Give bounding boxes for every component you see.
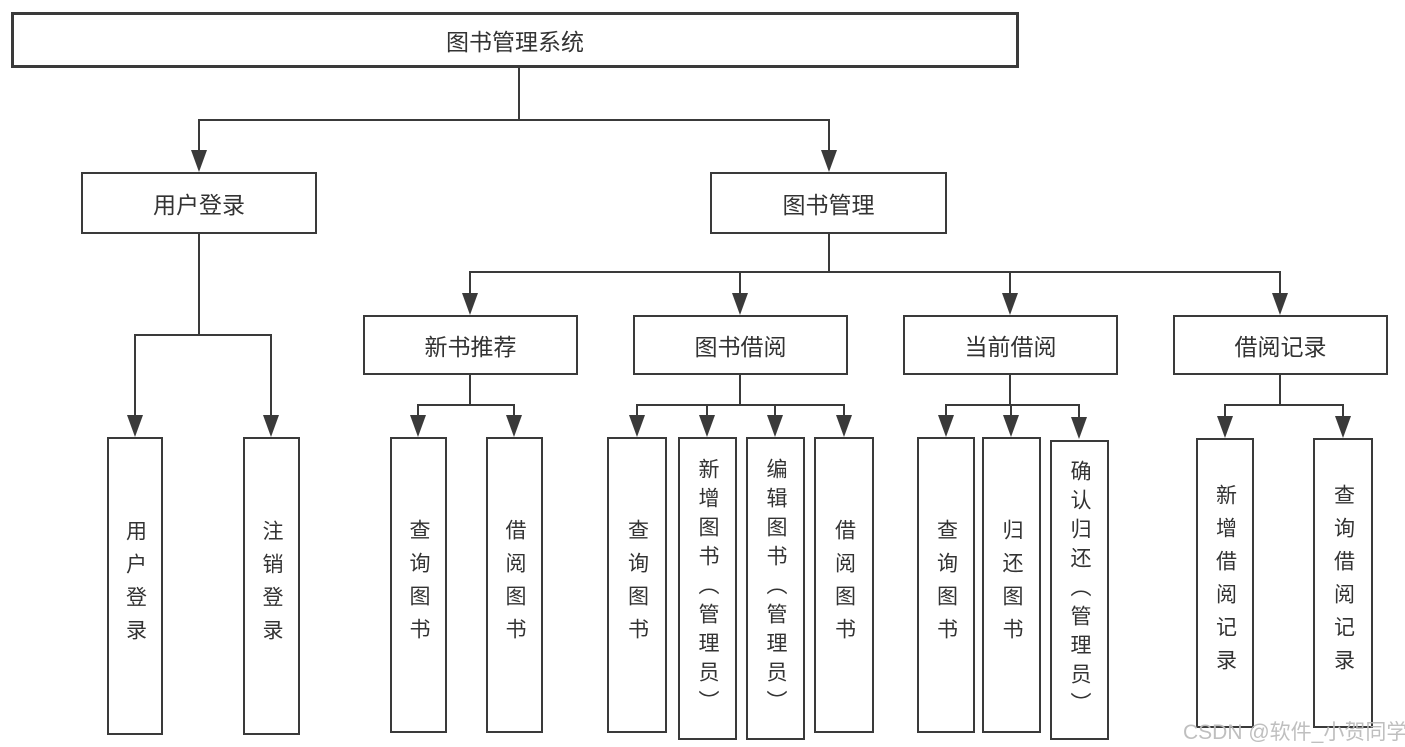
node-new-book-recommend: 新书推荐 [363, 315, 578, 375]
arrow-down-icon [699, 415, 715, 437]
node-br-add-record: 新增借阅记录 [1196, 438, 1254, 728]
connector-line [774, 404, 776, 416]
connector-line [1078, 404, 1080, 418]
node-cb-return-books: 归还图书 [982, 437, 1041, 733]
arrow-down-icon [821, 150, 837, 172]
arrow-down-icon [127, 415, 143, 437]
arrow-down-icon [1217, 416, 1233, 438]
node-nbr-borrow-books: 借阅图书 [486, 437, 543, 733]
arrow-down-icon [506, 415, 522, 437]
arrow-down-icon [462, 293, 478, 315]
arrow-down-icon [1002, 293, 1018, 315]
arrow-down-icon [1003, 415, 1019, 437]
connector-line [134, 334, 136, 416]
node-bb-edit-books-admin: 编辑图书（管理员） [746, 437, 805, 740]
arrow-down-icon [191, 150, 207, 172]
connector-line [417, 404, 419, 416]
connector-line [469, 271, 471, 294]
node-bb-add-books-admin: 新增图书（管理员） [678, 437, 737, 740]
node-cb-confirm-return-admin: 确认归还（管理员） [1050, 440, 1109, 740]
connector-line [636, 404, 844, 406]
arrow-down-icon [1335, 416, 1351, 438]
arrow-down-icon [732, 293, 748, 315]
connector-line [1279, 271, 1281, 294]
arrow-down-icon [1272, 293, 1288, 315]
connector-line [198, 119, 200, 152]
connector-line [134, 334, 272, 336]
node-book-borrowing: 图书借阅 [633, 315, 848, 375]
connector-line [469, 375, 471, 405]
connector-line [1279, 375, 1281, 405]
node-nbr-query-books: 查询图书 [390, 437, 447, 733]
connector-line [198, 234, 200, 335]
connector-line [945, 404, 1079, 406]
node-bb-borrow-books: 借阅图书 [814, 437, 874, 733]
arrow-down-icon [629, 415, 645, 437]
connector-line [945, 404, 947, 416]
connector-line [1010, 404, 1012, 416]
connector-line [513, 404, 515, 416]
arrow-down-icon [263, 415, 279, 437]
node-borrowing-records: 借阅记录 [1173, 315, 1388, 375]
node-bb-query-books: 查询图书 [607, 437, 667, 733]
connector-line [739, 375, 741, 405]
connector-line [1009, 271, 1011, 294]
connector-line [706, 404, 708, 416]
arrow-down-icon [938, 415, 954, 437]
connector-line [843, 404, 845, 416]
connector-line [828, 234, 830, 272]
connector-line [828, 119, 830, 152]
connector-line [1224, 404, 1344, 406]
node-book-management: 图书管理 [710, 172, 947, 234]
node-root: 图书管理系统 [11, 12, 1019, 68]
node-logout: 注销登录 [243, 437, 300, 735]
arrow-down-icon [1071, 417, 1087, 439]
connector-line [469, 271, 1281, 273]
connector-line [198, 119, 830, 121]
connector-line [518, 68, 520, 120]
csdn-watermark: CSDN @软件_小贺同学 [1183, 721, 1405, 744]
arrow-down-icon [836, 415, 852, 437]
node-cb-query-books: 查询图书 [917, 437, 975, 733]
connector-line [417, 404, 515, 406]
connector-line [270, 334, 272, 416]
node-br-query-record: 查询借阅记录 [1313, 438, 1373, 728]
connector-line [1224, 404, 1226, 417]
node-current-borrowing: 当前借阅 [903, 315, 1118, 375]
node-user-login: 用户登录 [81, 172, 317, 234]
connector-line [739, 271, 741, 294]
node-login: 用户登录 [107, 437, 163, 735]
connector-line [1009, 375, 1011, 405]
connector-line [1342, 404, 1344, 417]
arrow-down-icon [767, 415, 783, 437]
connector-line [636, 404, 638, 416]
arrow-down-icon [410, 415, 426, 437]
